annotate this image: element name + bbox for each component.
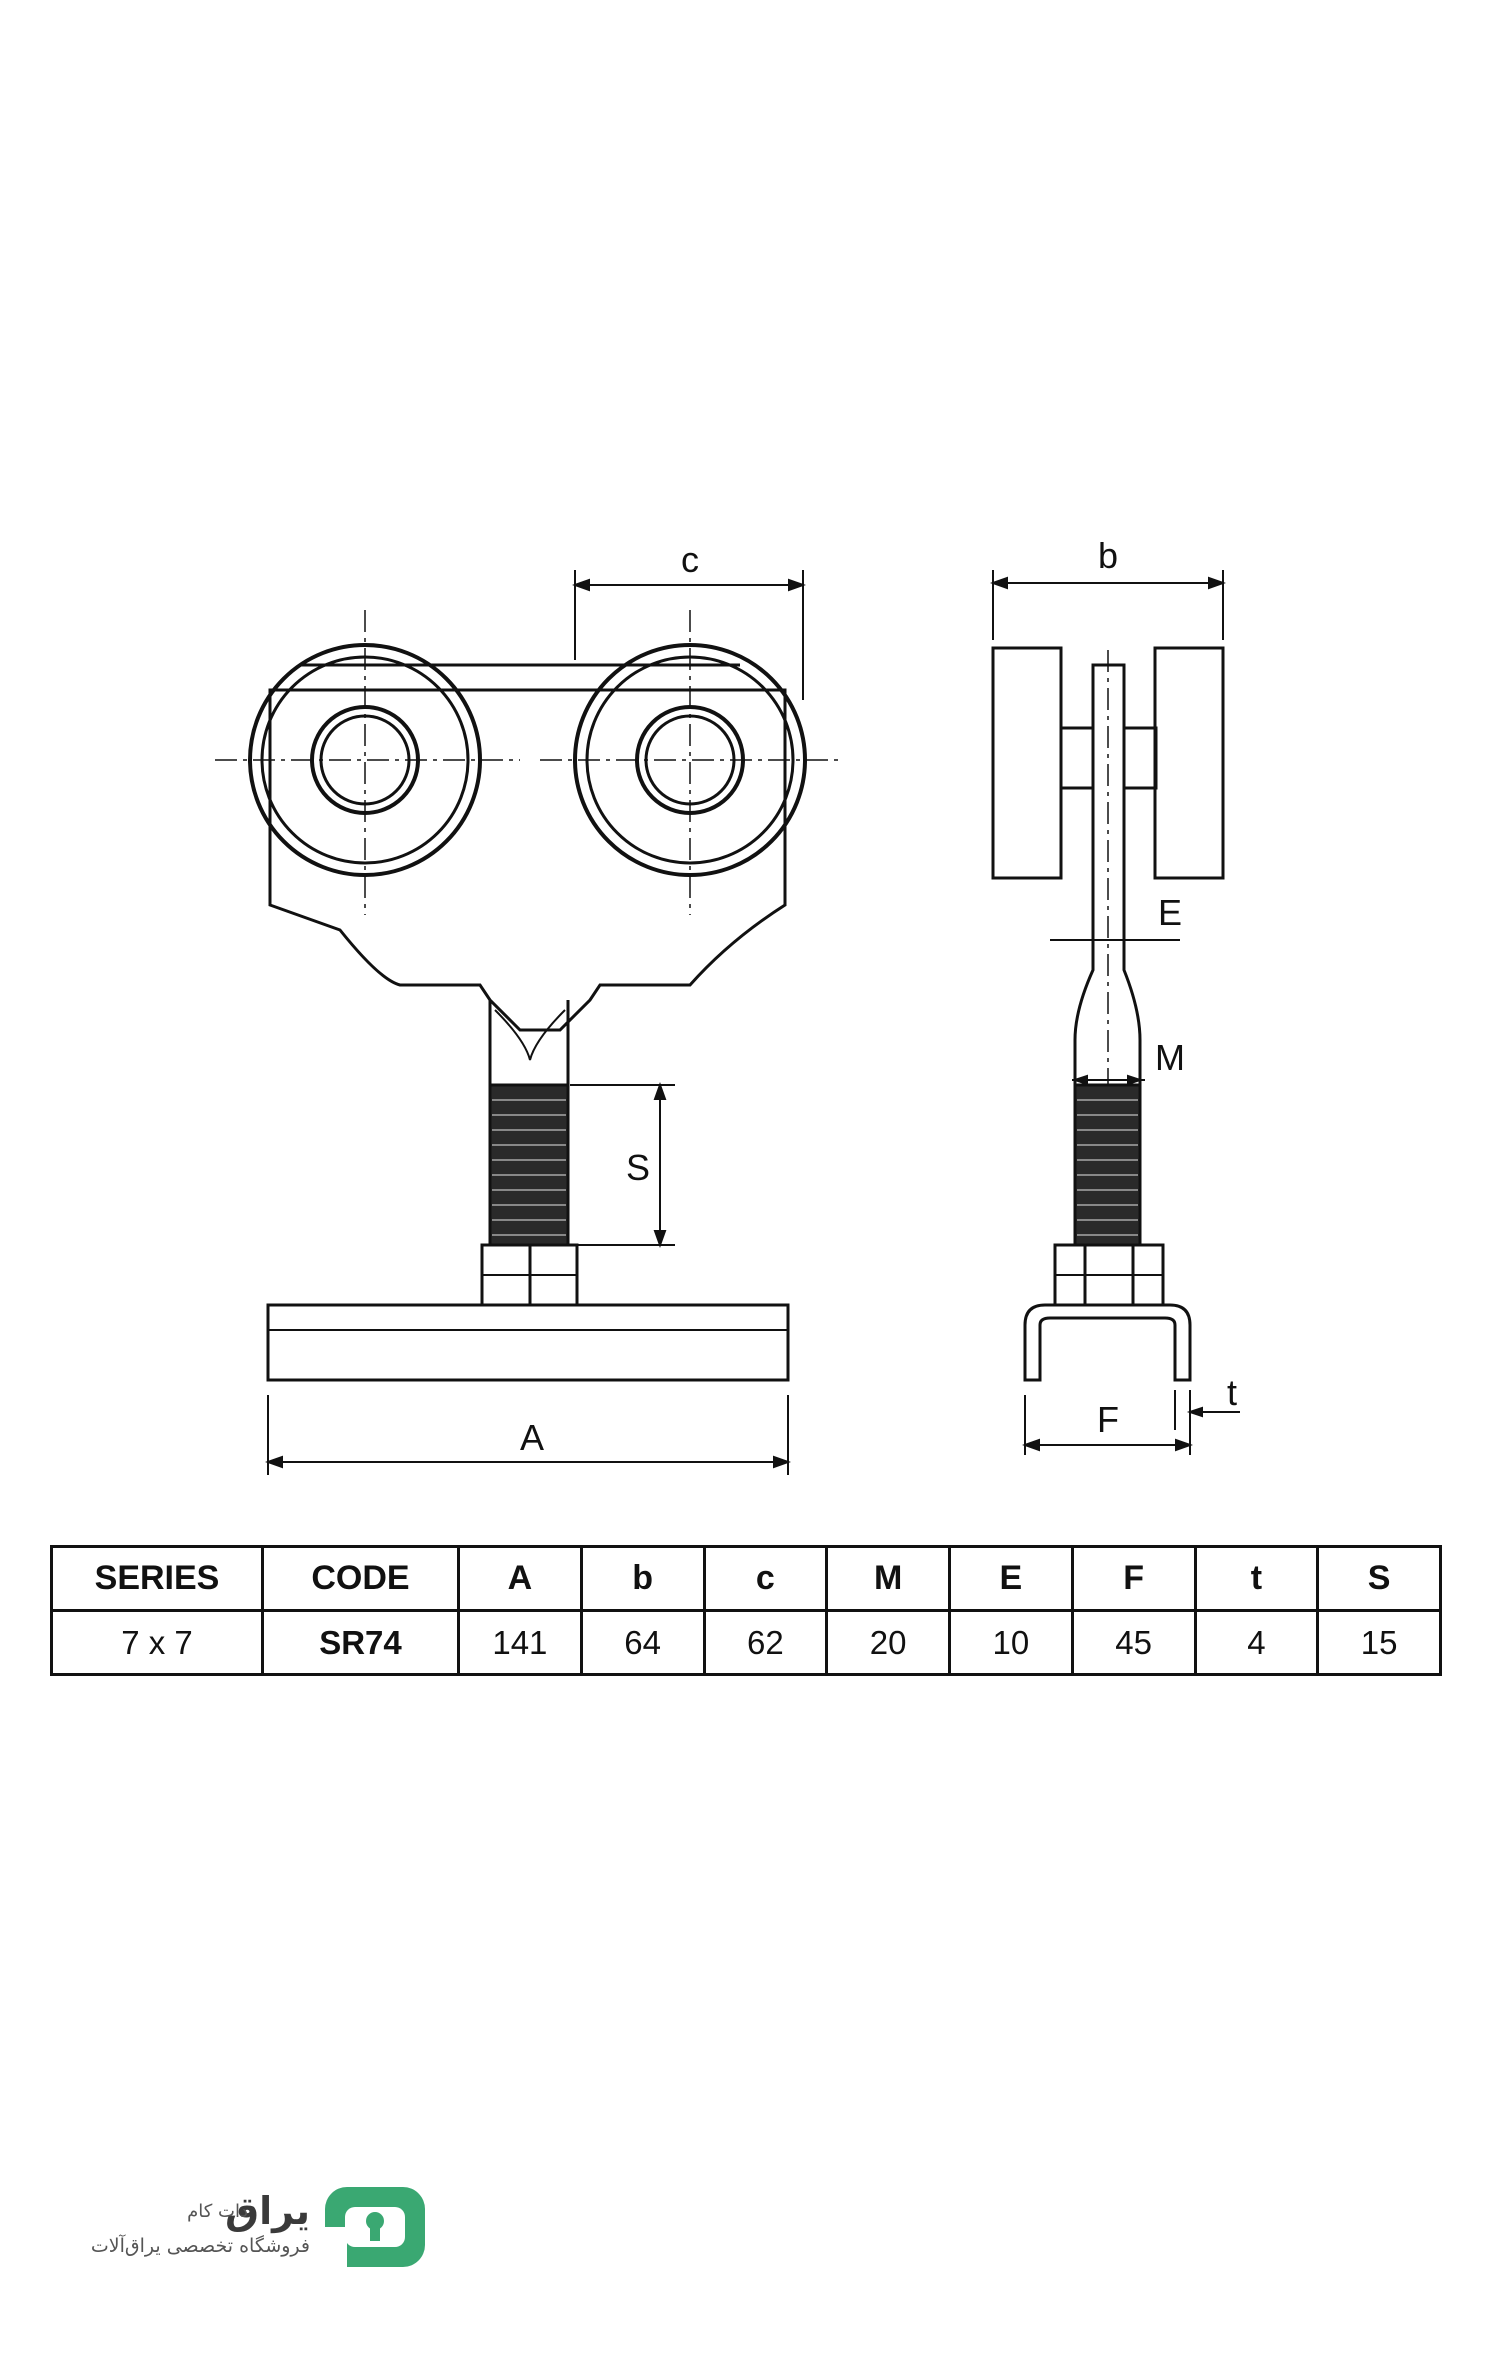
brand-name: یراق (225, 2189, 310, 2233)
label-m: M (1155, 1037, 1185, 1078)
technical-drawing: c b E M S A F t (215, 535, 1240, 1475)
cell-code: SR74 (261, 1609, 460, 1676)
header-s: S (1316, 1545, 1442, 1612)
header-b: b (579, 1545, 706, 1612)
brand-tagline: فروشگاه تخصصی یراق‌آلات (90, 2235, 310, 2257)
table-header-row: SERIES CODE A b c M E F t S (50, 1545, 1442, 1612)
cell-f: 45 (1070, 1609, 1197, 1676)
label-b: b (1098, 535, 1118, 576)
label-e: E (1158, 892, 1182, 933)
cell-m: 20 (825, 1609, 951, 1676)
label-f: F (1097, 1399, 1119, 1440)
cell-a: 141 (457, 1609, 583, 1676)
header-f: F (1070, 1545, 1197, 1612)
label-a: A (520, 1417, 544, 1458)
cell-e: 10 (948, 1609, 1074, 1676)
cell-series: 7 x 7 (50, 1609, 264, 1676)
cell-s: 15 (1316, 1609, 1442, 1676)
front-view (215, 570, 840, 1475)
label-t: t (1227, 1372, 1237, 1413)
header-m: M (825, 1545, 951, 1612)
label-s: S (626, 1147, 650, 1188)
cell-t: 4 (1193, 1609, 1320, 1676)
side-view (990, 570, 1240, 1455)
header-e: E (948, 1545, 1074, 1612)
label-c: c (681, 539, 699, 580)
header-series: SERIES (50, 1545, 264, 1612)
spec-table: SERIES CODE A b c M E F t S 7 x 7 SR74 1… (50, 1545, 1442, 1676)
header-c: c (702, 1545, 829, 1612)
table-row: 7 x 7 SR74 141 64 62 20 10 45 4 15 (50, 1609, 1442, 1676)
brand-domain: دات کام (187, 2201, 248, 2222)
cell-c: 62 (702, 1609, 829, 1676)
keyhole-icon (325, 2187, 425, 2267)
header-code: CODE (261, 1545, 460, 1612)
header-t: t (1193, 1545, 1320, 1612)
cell-b: 64 (579, 1609, 706, 1676)
brand-logo: یراق دات کام فروشگاه تخصصی یراق‌آلات (91, 2185, 430, 2270)
header-a: A (457, 1545, 583, 1612)
